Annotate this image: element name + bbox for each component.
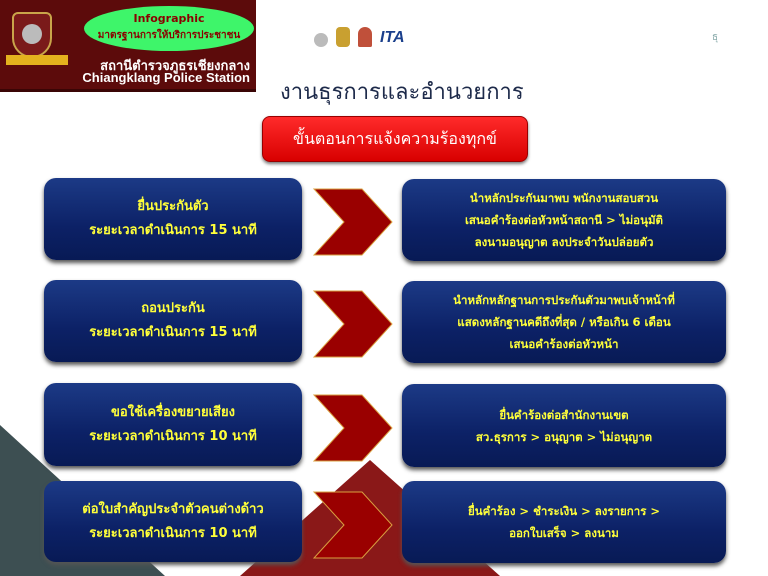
police-seal-icon	[314, 33, 328, 47]
step-line: สว.ธุรการ > อนุญาต > ไม่อนุญาต	[475, 429, 653, 444]
service-duration: ระยะเวลาดำเนินการ 15 นาที	[89, 223, 257, 238]
infographic-oval: Infographic มาตรฐานการให้บริการประชาชน	[84, 6, 254, 51]
chevron-arrow-icon	[312, 491, 393, 559]
station-name-en: Chiangklang Police Station	[82, 70, 250, 85]
service-box: ขอใช้เครื่องขยายเสียงระยะเวลาดำเนินการ 1…	[44, 383, 302, 466]
temple-emblem-icon	[358, 27, 372, 47]
steps-box: ยื่นคำร้อง > ชำระเงิน > ลงรายการ > ออกใบเ…	[402, 481, 726, 563]
ita-logo: ITA	[380, 29, 405, 46]
step-line: เสนอคำร้องต่อหัวหน้า	[509, 337, 619, 351]
steps-box: นำหลักประกันมาพบ พนักงานสอบสวนเสนอคำร้อง…	[402, 179, 726, 261]
chevron-arrow-icon	[312, 394, 393, 462]
step-line: นำหลักหลักฐานการประกันตัวมาพบเจ้าหน้าที่	[453, 293, 675, 307]
station-name-th: สถานีตำรวจภูธรเชียงกลาง	[100, 59, 250, 74]
page-title: งานธุรการและอำนวยการ	[280, 80, 524, 105]
corner-text: ธุ	[712, 32, 719, 43]
chevron-arrow-icon	[312, 188, 393, 256]
service-box: ต่อใบสำคัญประจำตัวคนต่างด้าวระยะเวลาดำเน…	[44, 481, 302, 562]
service-name: ขอใช้เครื่องขยายเสียง	[111, 404, 235, 420]
steps-box: ยื่นคำร้องต่อสำนักงานเขตสว.ธุรการ > อนุญ…	[402, 384, 726, 467]
step-line: ออกใบเสร็จ > ลงนาม	[509, 526, 619, 540]
station-banner: Infographic มาตรฐานการให้บริการประชาชน ส…	[0, 0, 256, 92]
step-line: เสนอคำร้องต่อหัวหน้าสถานี > ไม่อนุมัติ	[464, 213, 663, 227]
infographic-title: Infographic	[133, 12, 205, 25]
badge-ribbon	[6, 55, 68, 65]
logo-strip: ITA	[314, 27, 405, 47]
service-name: ถอนประกัน	[141, 301, 205, 316]
royal-emblem-icon	[336, 27, 350, 47]
police-badge-logo	[12, 12, 52, 58]
service-name: ยื่นประกันตัว	[137, 199, 209, 214]
chevron-arrow-icon	[312, 290, 393, 358]
step-line: ยื่นคำร้องต่อสำนักงานเขต	[499, 407, 629, 422]
step-line: นำหลักประกันมาพบ พนักงานสอบสวน	[469, 191, 659, 205]
service-duration: ระยะเวลาดำเนินการ 15 นาที	[89, 325, 257, 340]
service-box: ถอนประกันระยะเวลาดำเนินการ 15 นาที	[44, 280, 302, 362]
service-duration: ระยะเวลาดำเนินการ 10 นาที	[89, 428, 257, 444]
step-line: แสดงหลักฐานคดีถึงที่สุด / หรือเกิน 6 เดื…	[457, 315, 671, 329]
step-line: ลงนามอนุญาต ลงประจำวันปล่อยตัว	[474, 235, 654, 249]
infographic-subtitle: มาตรฐานการให้บริการประชาชน	[97, 30, 241, 41]
service-duration: ระยะเวลาดำเนินการ 10 นาที	[89, 525, 257, 541]
complaint-procedure-header: ขั้นตอนการแจ้งความร้องทุกข์	[262, 116, 528, 162]
service-name: ต่อใบสำคัญประจำตัวคนต่างด้าว	[82, 501, 264, 517]
step-line: ยื่นคำร้อง > ชำระเงิน > ลงรายการ >	[467, 504, 661, 518]
steps-box: นำหลักหลักฐานการประกันตัวมาพบเจ้าหน้าที่…	[402, 281, 726, 363]
service-box: ยื่นประกันตัวระยะเวลาดำเนินการ 15 นาที	[44, 178, 302, 260]
